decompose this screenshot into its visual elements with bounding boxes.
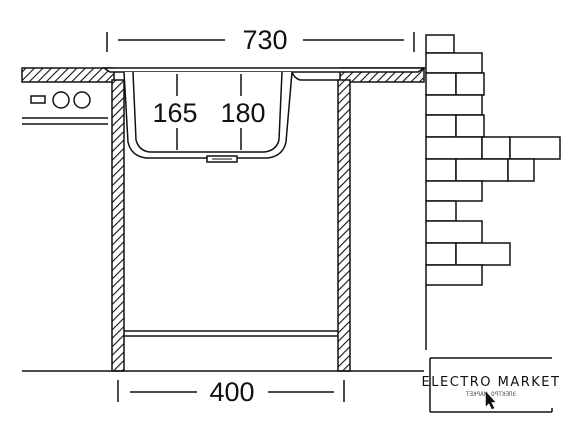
knob-icon <box>52 91 70 109</box>
cabinet-right-wall <box>337 79 351 372</box>
bowl-depth-b-label: 180 <box>220 98 265 128</box>
dimension-cabinet-width: 400 <box>117 377 345 407</box>
knob-icon <box>73 91 91 109</box>
sink-rim <box>101 67 427 73</box>
dimension-bowl-depth: 165 180 <box>152 74 266 150</box>
dimension-total-width: 730 <box>106 25 415 55</box>
cabinet-shelf <box>124 330 338 337</box>
countertop-left <box>21 67 115 83</box>
cursor-icon <box>485 391 496 410</box>
logo-brand-text: ELECTRO MARKET <box>422 375 561 390</box>
sink-bowl <box>123 71 338 163</box>
appliance-panel <box>22 91 108 125</box>
logo-mirrored-text: ЭЛЕКТРО МАРКЕТ <box>465 391 516 398</box>
total-width-label: 730 <box>242 25 287 55</box>
brick-wall <box>425 34 561 350</box>
electro-market-logo: ELECTRO MARKET ЭЛЕКТРО МАРКЕТ <box>422 357 561 413</box>
cabinet-left-wall <box>111 79 125 372</box>
bowl-depth-a-label: 165 <box>152 98 197 128</box>
display-slot-icon <box>30 95 46 104</box>
cabinet-width-label: 400 <box>209 377 254 407</box>
